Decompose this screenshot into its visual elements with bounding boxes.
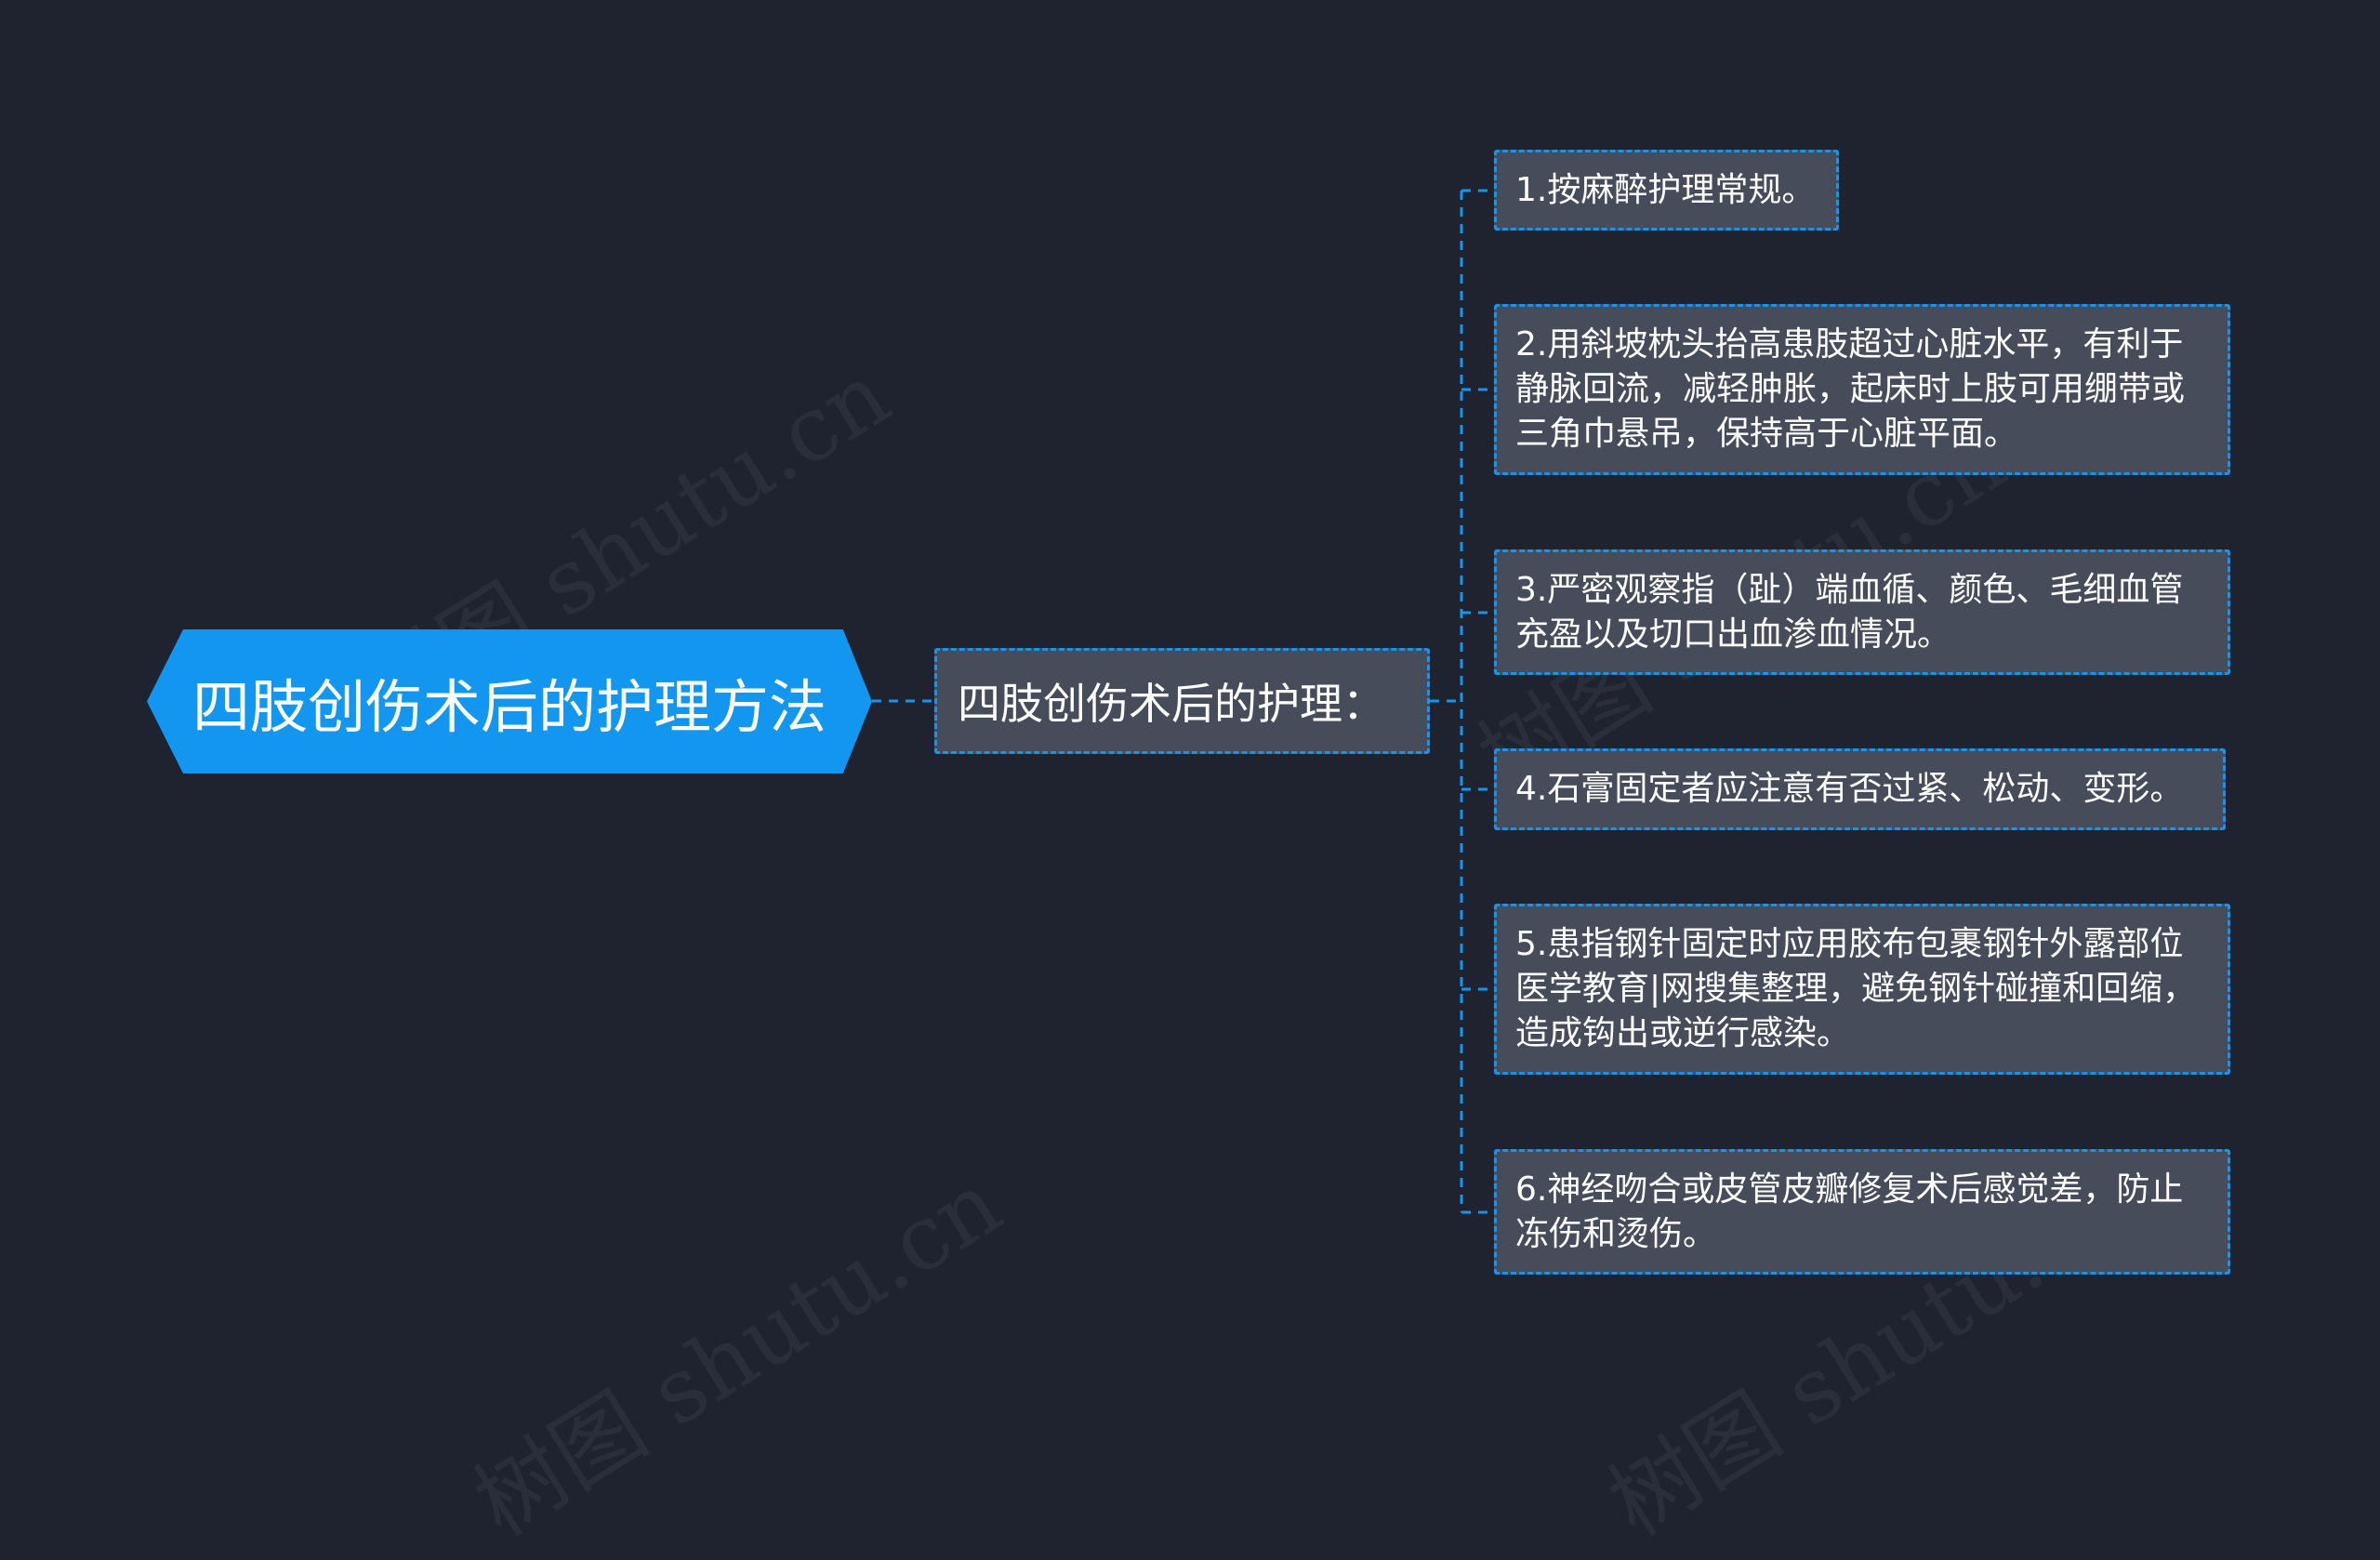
mind-map-canvas: 树图 shutu.cn 树图 shutu.cn 树图 shutu.cn 树图 s… [147, 150, 2230, 1556]
leaf-topic-node[interactable]: 1.按麻醉护理常规。 [1494, 150, 1839, 231]
leaf-topic-text: 2.用斜坡枕头抬高患肢超过心脏水平，有利于静脉回流，减轻肿胀，起床时上肢可用绷带… [1515, 325, 2186, 453]
leaf-topic-text: 6.神经吻合或皮管皮瓣修复术后感觉差，防止冻伤和烫伤。 [1515, 1170, 2184, 1253]
leaf-topic-node[interactable]: 3.严密观察指（趾）端血循、颜色、毛细血管充盈以及切口出血渗血情况。 [1494, 549, 2230, 675]
leaf-topic-text: 4.石膏固定者应注意有否过紧、松动、变形。 [1515, 770, 2184, 808]
leaf-topic-node[interactable]: 5.患指钢针固定时应用胶布包裹钢针外露部位医学教育|网搜集整理，避免钢针碰撞和回… [1494, 904, 2230, 1075]
branch-topic-label: 四肢创伤术后的护理： [958, 679, 1385, 729]
root-topic-label: 四肢创伤术后的护理方法 [192, 672, 826, 741]
root-topic-node[interactable]: 四肢创伤术后的护理方法 [147, 629, 872, 773]
branch-topic-node[interactable]: 四肢创伤术后的护理： [934, 648, 1430, 754]
leaf-topic-text: 5.患指钢针固定时应用胶布包裹钢针外露部位医学教育|网搜集整理，避免钢针碰撞和回… [1515, 925, 2197, 1052]
connector-lines [872, 189, 1494, 1214]
leaf-topic-node[interactable]: 4.石膏固定者应注意有否过紧、松动、变形。 [1494, 748, 2226, 830]
leaf-topic-node[interactable]: 6.神经吻合或皮管皮瓣修复术后感觉差，防止冻伤和烫伤。 [1494, 1149, 2230, 1275]
leaf-topic-node[interactable]: 2.用斜坡枕头抬高患肢超过心脏水平，有利于静脉回流，减轻肿胀，起床时上肢可用绷带… [1494, 304, 2230, 475]
leaf-topic-text: 1.按麻醉护理常规。 [1515, 170, 1816, 209]
leaf-topic-text: 3.严密观察指（趾）端血循、颜色、毛细血管充盈以及切口出血渗血情况。 [1515, 570, 2184, 654]
